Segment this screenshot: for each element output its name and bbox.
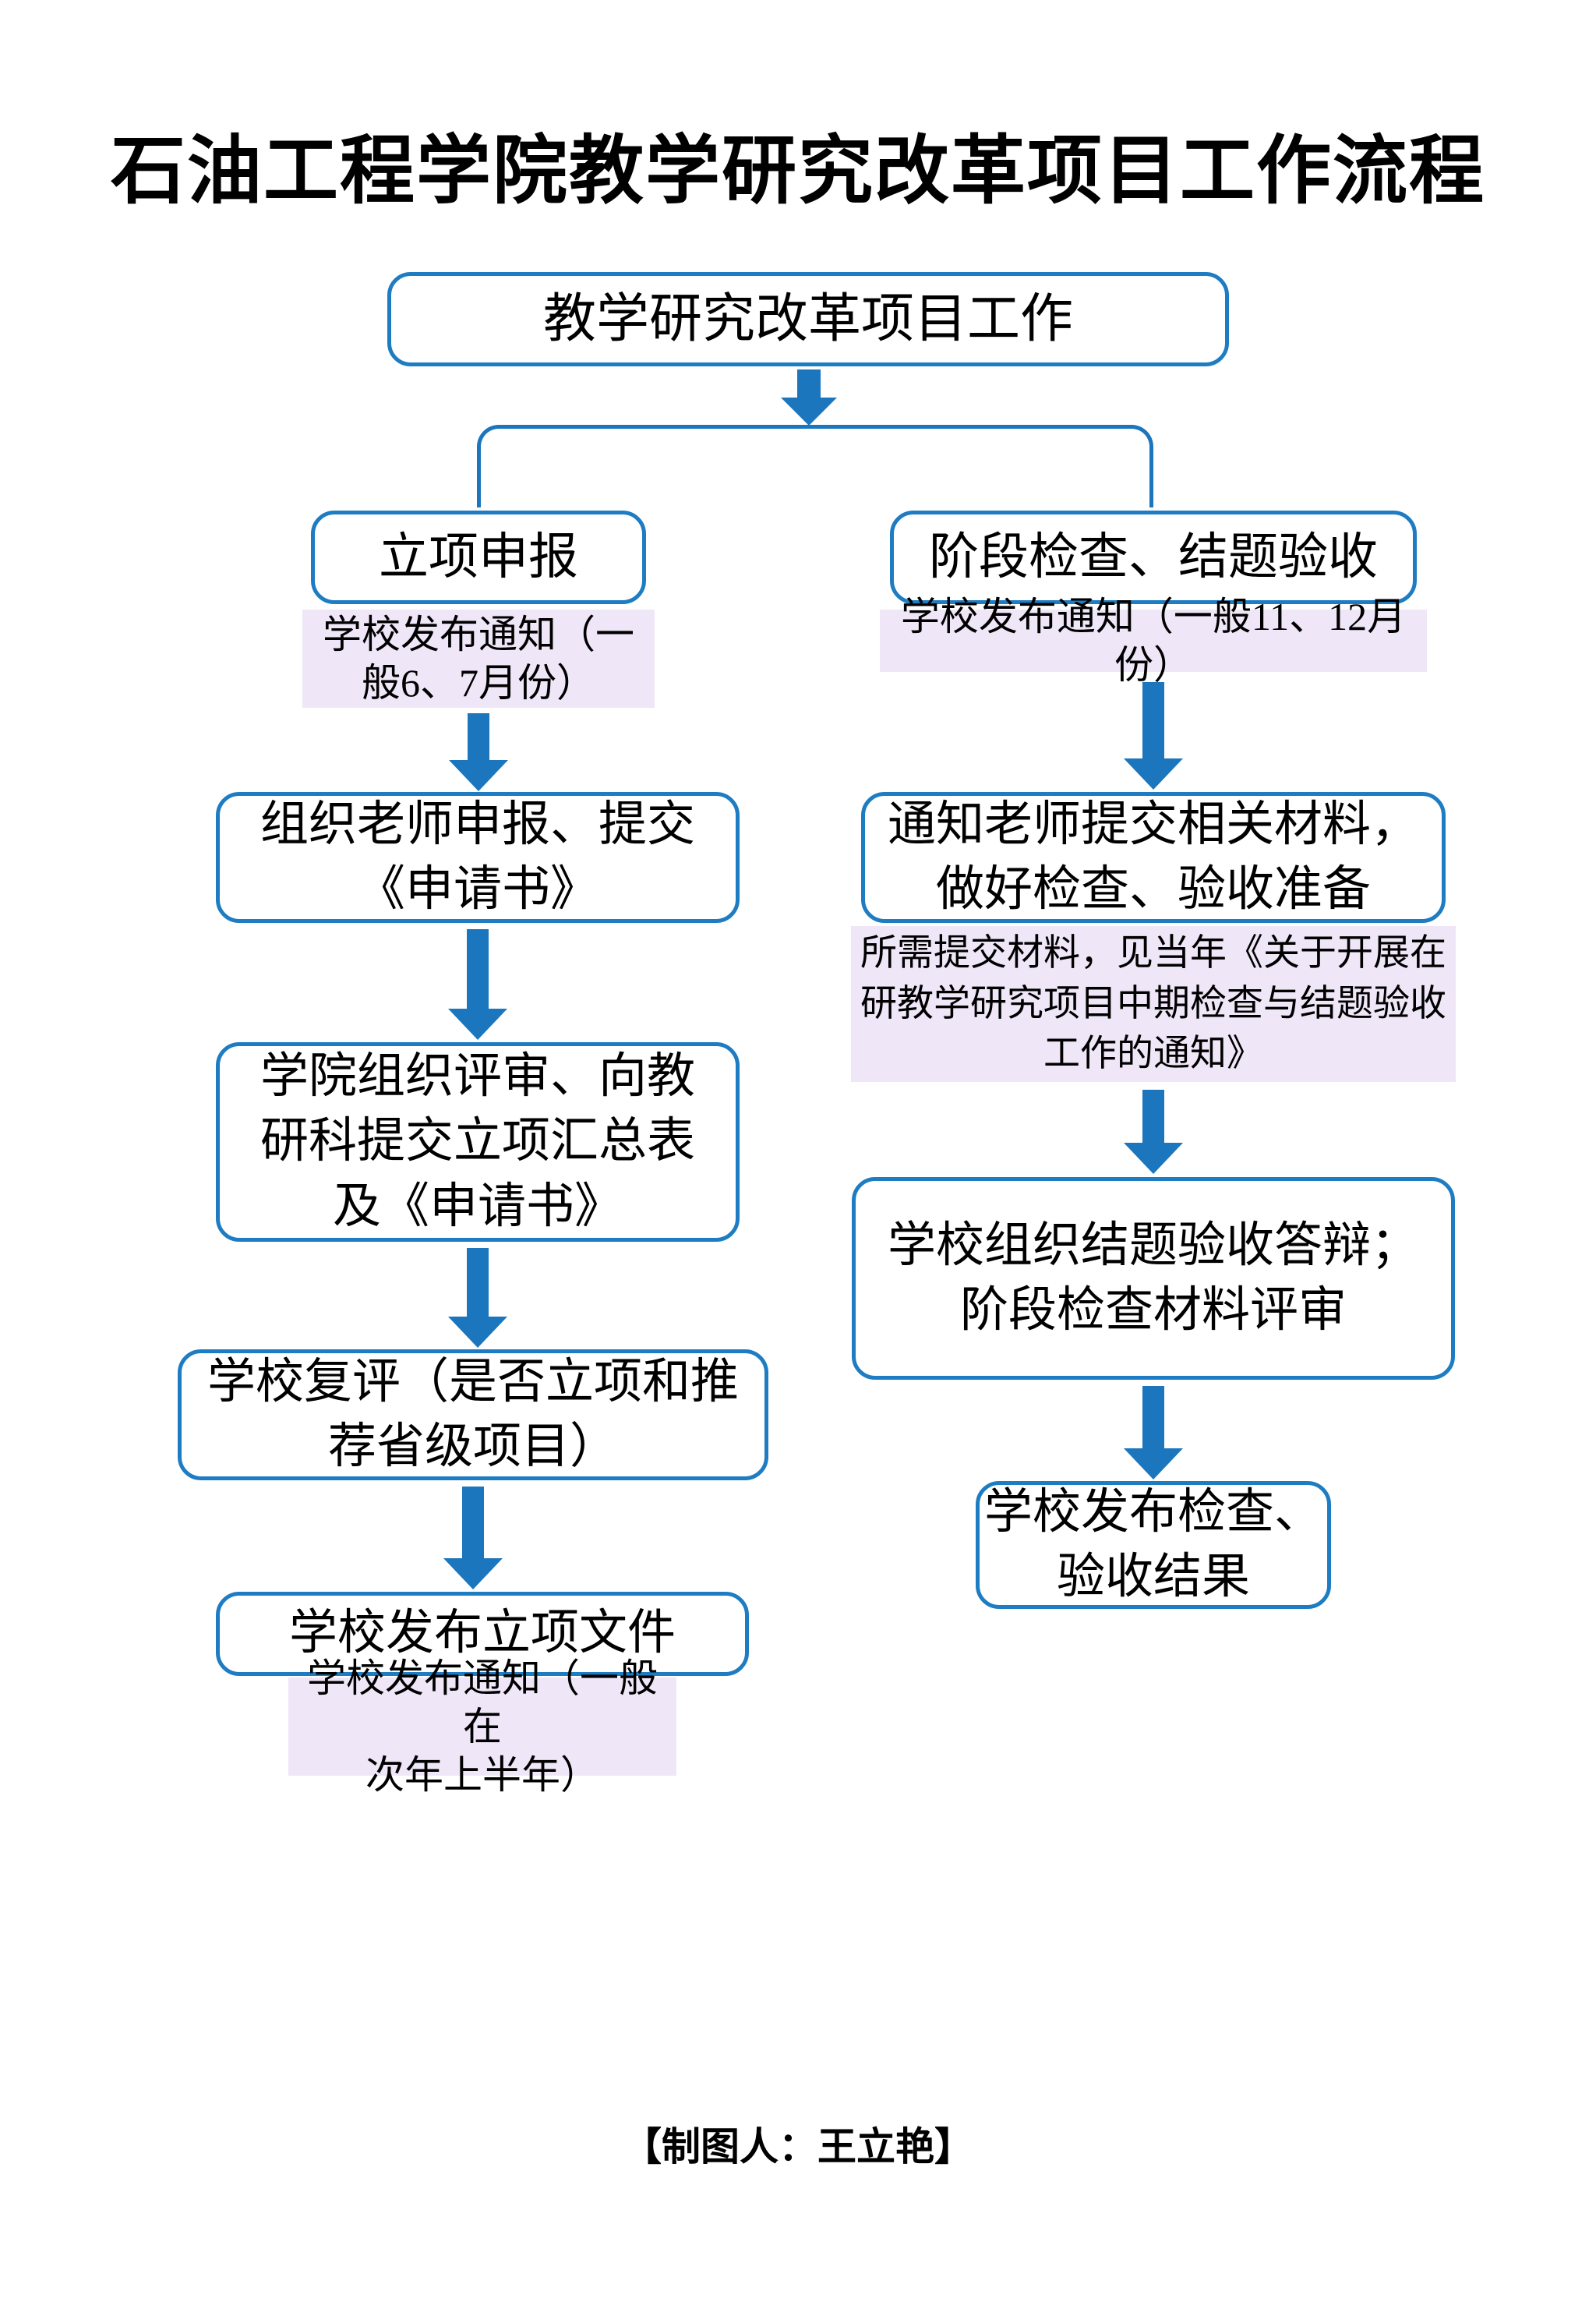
left-step-publish: 学校发布立项文件 <box>216 1592 749 1676</box>
arrow-left-2-icon <box>448 929 507 1040</box>
right-step-result: 学校发布检查、 验收结果 <box>976 1481 1331 1609</box>
right-note-materials: 所需提交材料，见当年《关于开展在 研教学研究项目中期检查与结题验收 工作的通知》 <box>851 926 1456 1082</box>
footer-credit: 【制图人：王立艳】 <box>623 2125 973 2169</box>
arrow-shaft <box>797 369 821 399</box>
arrow-left-4-icon <box>443 1487 503 1589</box>
arrow-head <box>448 1009 507 1040</box>
arrow-head <box>1124 1143 1183 1174</box>
arrow-head <box>443 1558 503 1589</box>
arrow-shaft <box>1142 1090 1164 1144</box>
left-step-submit: 组织老师申报、提交 《申请书》 <box>216 792 740 923</box>
arrow-left-3-icon <box>448 1248 507 1348</box>
arrow-shaft <box>1142 1386 1164 1450</box>
arrow-right-2-icon <box>1124 1090 1183 1174</box>
arrow-head <box>449 760 508 791</box>
arrow-head <box>1124 758 1183 790</box>
arrow-right-1-icon <box>1124 682 1183 790</box>
left-step-reeval: 学校复评（是否立项和推 荐省级项目） <box>178 1349 768 1480</box>
arrow-shaft <box>467 929 489 1010</box>
left-step-review: 学院组织评审、向教 研科提交立项汇总表 及《申请书》 <box>216 1042 740 1242</box>
arrow-head <box>1124 1448 1183 1480</box>
right-step-defense: 学校组织结题验收答辩； 阶段检查材料评审 <box>852 1177 1455 1380</box>
right-step-notify: 通知老师提交相关材料， 做好检查、验收准备 <box>861 792 1446 923</box>
arrow-head <box>448 1317 507 1348</box>
right-branch-header: 阶段检查、结题验收 <box>890 511 1417 604</box>
arrow-root-down-icon <box>780 369 838 426</box>
right-note-top: 学校发布通知（一般11、12月份） <box>880 595 1427 687</box>
left-note-top: 学校发布通知（一 般6、7月份） <box>302 610 655 708</box>
left-note-bottom: 学校发布通知（一般在 次年上半年） <box>288 1656 676 1797</box>
page-title: 石油工程学院教学研究改革项目工作流程 <box>111 129 1485 213</box>
arrow-right-3-icon <box>1124 1386 1183 1480</box>
arrow-shaft <box>1142 682 1164 760</box>
left-branch-header: 立项申报 <box>311 511 646 604</box>
arrow-shaft <box>467 1248 489 1318</box>
arrow-shaft <box>468 713 489 762</box>
branch-split-connector <box>477 425 1153 507</box>
root-node: 教学研究改革项目工作 <box>387 272 1229 366</box>
arrow-head <box>781 398 837 426</box>
arrow-left-1-icon <box>449 713 508 791</box>
arrow-shaft <box>462 1487 484 1560</box>
